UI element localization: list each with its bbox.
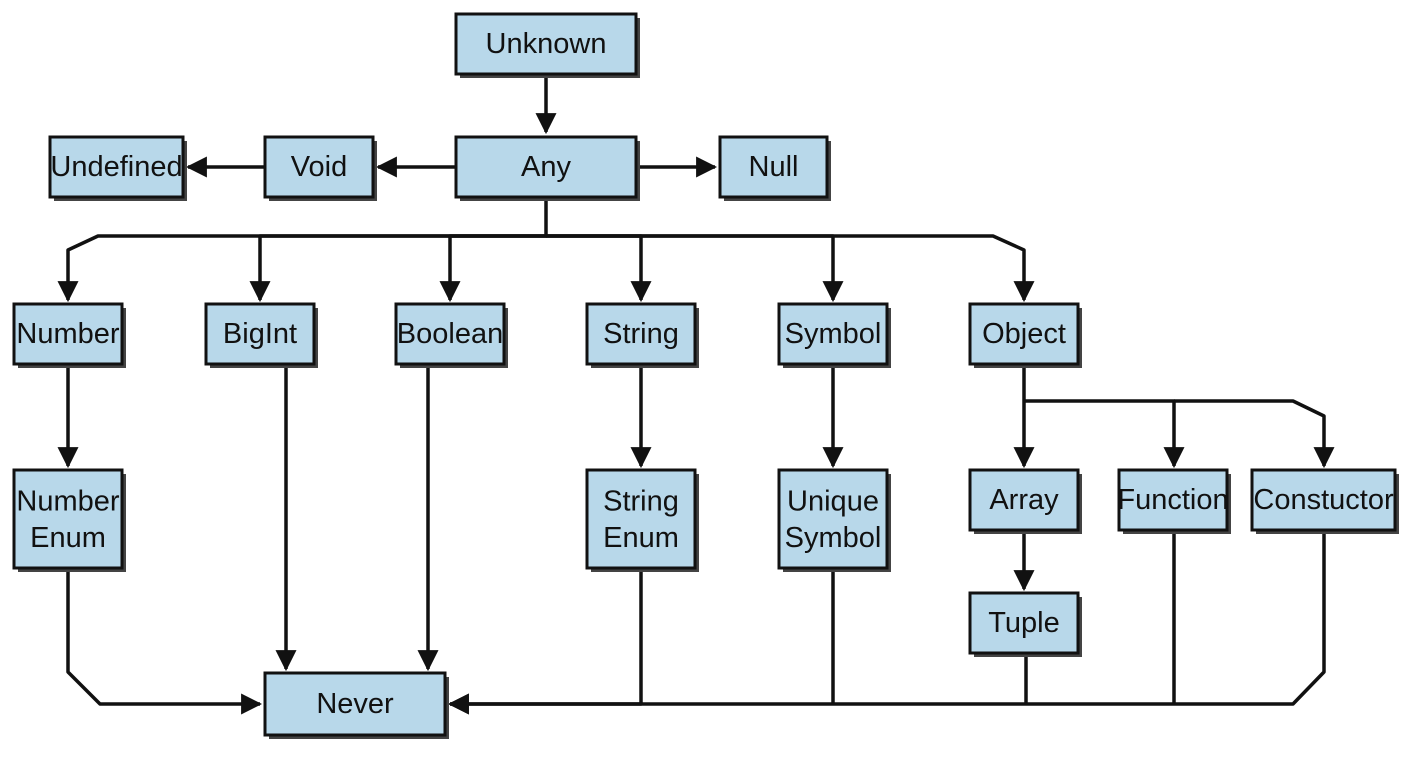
node-array: Array bbox=[968, 468, 1082, 534]
node-any: Any bbox=[454, 135, 640, 201]
edge-string-enum-to-never bbox=[447, 568, 643, 715]
edge-number-enum-to-never bbox=[66, 568, 263, 715]
node-bigint: BigInt bbox=[204, 302, 318, 368]
node-label-unknown: Unknown bbox=[486, 28, 607, 60]
node-label-number: Number bbox=[16, 318, 119, 350]
node-box bbox=[454, 135, 638, 199]
node-box bbox=[12, 468, 124, 570]
node-label-tuple: Tuple bbox=[988, 607, 1059, 639]
node-boolean: Boolean bbox=[394, 302, 508, 368]
node-number: Number bbox=[12, 302, 126, 368]
node-box bbox=[968, 468, 1080, 532]
node-box bbox=[204, 302, 316, 366]
node-label-string: String bbox=[603, 318, 679, 350]
node-label-undefined: Undefined bbox=[50, 151, 182, 183]
node-box bbox=[777, 468, 889, 570]
node-label-any: Any bbox=[521, 151, 571, 183]
node-label-constructor: Constuctor bbox=[1253, 484, 1394, 516]
node-constructor: Constuctor bbox=[1250, 468, 1399, 534]
edge-object-to-function bbox=[1024, 399, 1185, 469]
node-box bbox=[585, 302, 697, 366]
node-label-function: Function bbox=[1117, 484, 1228, 516]
node-string: String bbox=[585, 302, 699, 368]
node-undefined: Undefined bbox=[48, 135, 187, 201]
node-box bbox=[48, 135, 185, 199]
node-box bbox=[968, 591, 1080, 655]
node-box bbox=[718, 135, 829, 199]
node-label-void: Void bbox=[291, 151, 347, 183]
node-label-symbol: Symbol bbox=[785, 318, 882, 350]
edge-any-to-symbol bbox=[546, 234, 844, 303]
node-null: Null bbox=[718, 135, 831, 201]
edge-any-to-string bbox=[546, 234, 652, 303]
node-function: Function bbox=[1117, 468, 1231, 534]
node-box bbox=[394, 302, 506, 366]
node-box bbox=[454, 12, 638, 76]
node-object: Object bbox=[968, 302, 1082, 368]
edge-constructor-to-never bbox=[447, 530, 1326, 715]
node-label-array: Array bbox=[989, 484, 1059, 516]
edge-any-to-number bbox=[57, 197, 548, 303]
node-label-never: Never bbox=[316, 688, 394, 720]
edges-layer bbox=[57, 74, 1335, 715]
node-box bbox=[968, 302, 1080, 366]
node-never: Never bbox=[263, 671, 449, 739]
node-label-object: Object bbox=[982, 318, 1066, 350]
node-label-bigint: BigInt bbox=[223, 318, 297, 350]
node-box bbox=[12, 302, 124, 366]
node-box bbox=[777, 302, 889, 366]
node-void: Void bbox=[263, 135, 377, 201]
node-label-null: Null bbox=[749, 151, 799, 183]
node-tuple: Tuple bbox=[968, 591, 1082, 657]
node-label-boolean: Boolean bbox=[397, 318, 503, 350]
edge-object-to-constructor bbox=[1174, 399, 1335, 469]
node-box bbox=[585, 468, 697, 570]
edge-any-to-boolean bbox=[439, 234, 546, 303]
node-box bbox=[1250, 468, 1397, 532]
edge-any-to-object bbox=[546, 234, 1035, 303]
edge-any-to-bigint bbox=[249, 234, 546, 303]
node-box bbox=[263, 671, 447, 737]
node-unknown: Unknown bbox=[454, 12, 640, 78]
node-box bbox=[263, 135, 375, 199]
node-symbol: Symbol bbox=[777, 302, 891, 368]
node-box bbox=[1117, 468, 1229, 532]
